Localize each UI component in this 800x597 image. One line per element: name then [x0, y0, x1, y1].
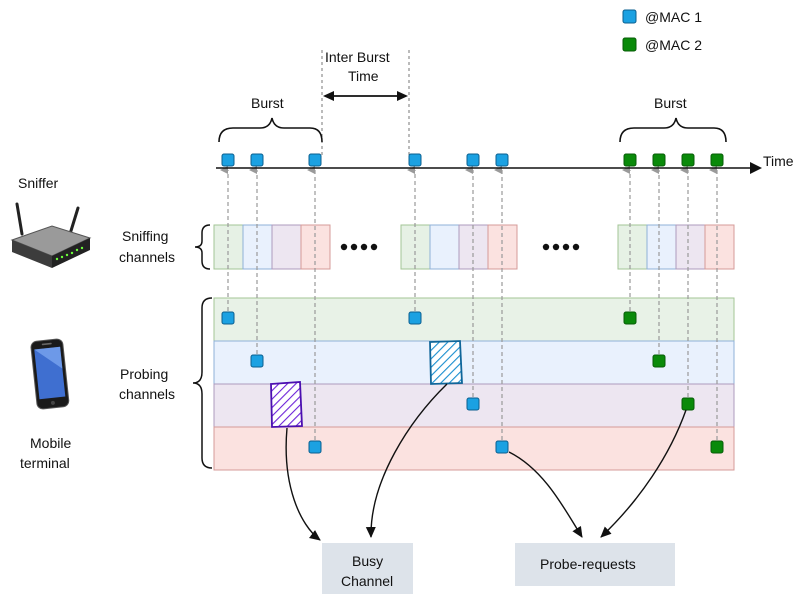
timeline-mac1-marker [495, 153, 509, 167]
arrow-busy-from-blue [365, 383, 448, 538]
timeline-mac2-marker [681, 153, 695, 167]
ellipsis-dots-2 [542, 243, 580, 251]
inter-burst-guides [321, 50, 410, 158]
timeline-mac1-marker [221, 153, 235, 167]
timeline-mac1-marker [250, 153, 264, 167]
legend-swatch-mac1 [622, 9, 637, 24]
probe-requests-label: Probe-requests [540, 556, 636, 572]
timeline-mac1-marker [466, 153, 480, 167]
probing-label-line2: channels [119, 386, 175, 402]
probing-channel-red [213, 426, 735, 471]
timeline-mac1-marker [308, 153, 322, 167]
channel-braces [192, 224, 213, 469]
busy-channel-line2: Channel [341, 573, 393, 589]
pointer-arrows [285, 383, 687, 541]
busy-channel-blocks [270, 340, 463, 428]
probe-mac1-marker [408, 311, 422, 325]
inter-burst-arrow [323, 91, 408, 101]
inter-burst-label-line1: Inter Burst [325, 49, 390, 65]
legend-label-mac2: @MAC 2 [645, 37, 702, 53]
legend-swatch-mac2 [622, 37, 637, 52]
timeline-mac1-marker [408, 153, 422, 167]
inter-burst-label-line2: Time [348, 68, 379, 84]
probe-mac1-marker [221, 311, 235, 325]
timeline-mac2-marker [652, 153, 666, 167]
sniffing-brace [194, 224, 211, 270]
arrow-probe-from-mac1 [508, 451, 583, 538]
wifi-router-icon [10, 202, 92, 268]
mobile-label-line1: Mobile [30, 435, 71, 451]
probe-mac2-marker [681, 397, 695, 411]
probe-mac1-marker [250, 354, 264, 368]
timeline-mac2-marker [623, 153, 637, 167]
busy-block-purple [270, 381, 303, 428]
busy-block-blue [429, 340, 463, 385]
sniffer-label: Sniffer [18, 175, 59, 191]
busy-channel-box: Busy Channel [322, 543, 413, 594]
timeline-markers [221, 153, 724, 167]
capture-lines [220, 166, 718, 447]
busy-channel-line1: Busy [352, 553, 383, 569]
probe-mac2-marker [623, 311, 637, 325]
legend-label-mac1: @MAC 1 [645, 9, 702, 25]
arrow-probe-from-mac2 [600, 409, 687, 538]
probe-mac2-marker [710, 440, 724, 454]
probe-mac1-marker [466, 397, 480, 411]
time-axis: Time [216, 153, 794, 174]
burst-braces [218, 117, 727, 143]
sniffing-block-1 [213, 224, 331, 270]
ellipsis-dots-1 [340, 243, 378, 251]
time-axis-label: Time [763, 153, 794, 169]
mobile-phone-icon [30, 338, 70, 410]
probing-channel-blue [213, 340, 735, 385]
burst-brace-right [619, 117, 727, 143]
burst-label-left: Burst [251, 95, 284, 111]
probe-requests-box: Probe-requests [515, 543, 675, 586]
legend: @MAC 1 @MAC 2 [622, 9, 702, 53]
probing-label-line1: Probing [120, 366, 168, 382]
burst-brace-left [218, 117, 323, 143]
arrow-busy-from-purple [285, 427, 321, 541]
probing-brace [192, 297, 213, 469]
probe-mac1-marker [495, 440, 509, 454]
burst-label-right: Burst [654, 95, 687, 111]
probe-mac1-marker [308, 440, 322, 454]
mobile-label-line2: terminal [20, 455, 70, 471]
probe-markers [221, 311, 724, 454]
sniffing-channels [213, 224, 735, 270]
probing-channel-green [213, 297, 735, 342]
timeline-mac2-marker [710, 153, 724, 167]
probe-mac2-marker [652, 354, 666, 368]
sniffing-label-line1: Sniffing [122, 228, 168, 244]
sniffing-block-2 [400, 224, 518, 270]
sniffing-label-line2: channels [119, 249, 175, 265]
sniffing-block-3 [617, 224, 735, 270]
